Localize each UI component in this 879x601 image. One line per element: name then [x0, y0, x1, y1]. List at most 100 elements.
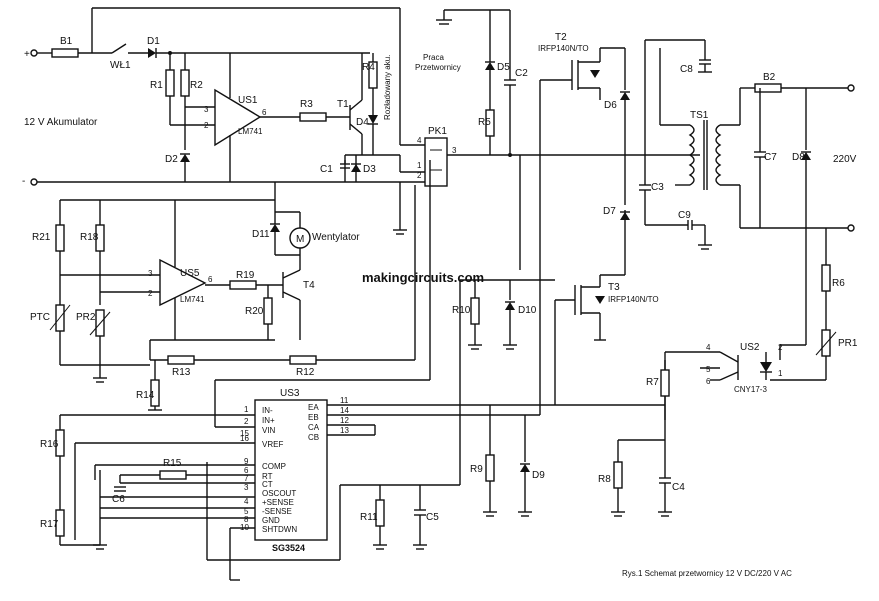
pin-plus-sense: +SENSE [262, 498, 294, 507]
led-d5 [485, 62, 495, 70]
label-d9: D9 [532, 470, 545, 481]
diode-d11 [270, 224, 280, 232]
label-r10: R10 [452, 305, 471, 316]
pin-number: 10 [240, 523, 249, 532]
label-pr1: PR1 [838, 338, 858, 349]
label-r20: R20 [245, 306, 264, 317]
optocoupler-us2 [664, 351, 772, 405]
label-d6: D6 [604, 100, 617, 111]
pin-ea: EA [308, 403, 319, 412]
label-d7: D7 [603, 206, 616, 217]
label-c1: C1 [320, 164, 333, 175]
fan-section: M [49, 182, 311, 383]
zener-d2 [180, 154, 190, 162]
label-c2: C2 [515, 68, 528, 79]
battery-monitor [165, 51, 350, 182]
power-led-section [436, 9, 700, 270]
label-us1: US1 [238, 95, 258, 106]
label-r3: R3 [300, 99, 313, 110]
resistor-r2 [180, 69, 190, 97]
pin-eb: EB [308, 413, 319, 422]
label-b1: B1 [60, 36, 73, 47]
label-pr2: PR2 [76, 312, 96, 323]
pin-vref: VREF [262, 440, 283, 449]
feedback-resistors [148, 185, 416, 411]
pin-number: 5 [706, 365, 711, 374]
mosfet-t3 [555, 210, 630, 341]
diode-d8 [801, 152, 811, 160]
label-c8: C8 [680, 64, 693, 75]
label-lm741-a: LM741 [238, 127, 263, 136]
label-t3: T3 [608, 282, 620, 293]
pin-in-minus: IN- [262, 406, 273, 415]
pin-comp: COMP [262, 462, 286, 471]
label-c9: C9 [678, 210, 691, 221]
resistor-r9 [485, 454, 495, 482]
label-wentylator: Wentylator [312, 232, 360, 243]
label-c3: C3 [651, 182, 664, 193]
label-r7: R7 [646, 377, 659, 388]
label-r13: R13 [172, 367, 191, 378]
label-r9: R9 [470, 464, 483, 475]
pin-gnd: GND [262, 516, 280, 525]
transformer-section [639, 39, 855, 381]
transformer-ts1 [688, 124, 695, 186]
pin-number: 6 [262, 108, 267, 117]
pin-number: 2 [244, 417, 249, 426]
label-r16: R16 [40, 439, 59, 450]
pin-number: 6 [208, 275, 213, 284]
label-praca: Praca [423, 53, 444, 62]
label-t4: T4 [303, 280, 315, 291]
pin-number: 15 [240, 429, 249, 438]
label-rozladowany: Rozładowany aku. [383, 55, 392, 120]
label-cny17: CNY17-3 [734, 385, 767, 394]
label-irfp-a: IRFP140N/TO [538, 44, 589, 53]
pin-number: 3 [148, 269, 153, 278]
resistor-r10 [470, 297, 480, 325]
diode-d10 [505, 302, 515, 310]
switch-wl1 [111, 43, 127, 54]
label-us2: US2 [740, 342, 760, 353]
label-r11: R11 [360, 512, 378, 523]
diode-d1 [148, 48, 156, 58]
diode-d9 [520, 464, 530, 472]
label-b2: B2 [763, 72, 776, 83]
pin-vin: VIN [262, 426, 276, 435]
label-ts1: TS1 [690, 110, 709, 121]
pin-number: 4 [244, 497, 249, 506]
pin-number: 4 [706, 343, 711, 352]
label-c7: C7 [764, 152, 777, 163]
resistor-r19 [229, 280, 257, 290]
diode-d7 [620, 212, 630, 220]
diode-d6 [620, 92, 630, 100]
figure-caption: Rys.1 Schemat przetwornicy 12 V DC/220 V… [622, 569, 792, 578]
pin-number: 7 [244, 474, 249, 483]
label-r4: R4 [362, 62, 375, 73]
feedback-section [483, 360, 672, 517]
svg-text:M: M [296, 234, 304, 245]
pin-number: 2 [417, 171, 422, 180]
label-r14: R14 [136, 390, 155, 401]
us3-pin-labels: IN- IN+ VIN VREF COMP RT CT OSCOUT +SENS… [262, 403, 320, 534]
opamp-us1 [214, 88, 262, 147]
resistor-r7 [660, 369, 670, 397]
label-t1: T1 [337, 99, 349, 110]
label-c5: C5 [426, 512, 439, 523]
pin-number: 1 [417, 161, 422, 170]
label-r17: R17 [40, 519, 59, 530]
label-d4: D4 [356, 117, 369, 128]
label-d10: D10 [518, 305, 537, 316]
resistor-r8 [613, 461, 623, 489]
fuse-b2 [754, 83, 782, 93]
label-d3: D3 [363, 164, 376, 175]
pin-number: 2 [148, 289, 153, 298]
label-d2: D2 [165, 154, 178, 165]
pin-rt: RT [262, 472, 273, 481]
resistor-r20 [263, 297, 273, 325]
label-d11: D11 [252, 229, 270, 240]
fuse-b1 [51, 48, 79, 58]
input-section [30, 7, 425, 186]
label-r8: R8 [598, 474, 611, 485]
resistor-r3 [299, 112, 327, 122]
gate-section [460, 279, 555, 350]
